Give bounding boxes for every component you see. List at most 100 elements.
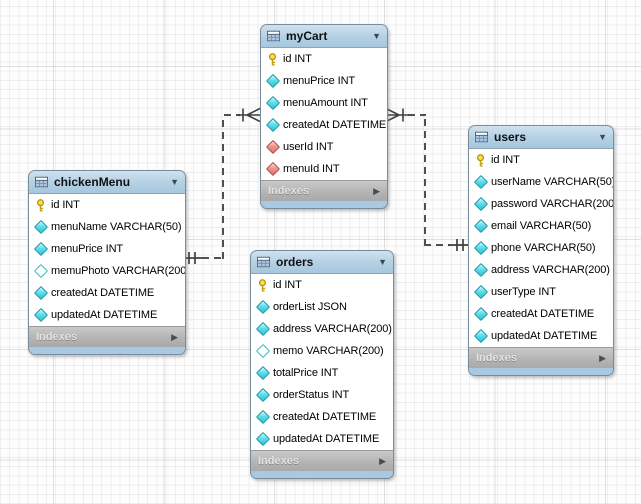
chevron-down-icon[interactable]: ▼ — [372, 30, 381, 41]
connector-segment[interactable] — [424, 244, 450, 246]
cardinality-one-marker — [448, 239, 468, 251]
indexes-label: Indexes — [268, 185, 309, 197]
column-row[interactable]: menuPrice INT — [29, 238, 185, 260]
column-row[interactable]: createdAt DATETIME — [469, 303, 613, 325]
connector-segment[interactable] — [222, 115, 224, 259]
chevron-right-icon[interactable]: ▶ — [599, 352, 606, 363]
table-bottom-strip — [251, 471, 393, 478]
column-row[interactable]: createdAt DATETIME — [29, 282, 185, 304]
attribute-icon — [265, 95, 280, 111]
attribute-icon — [255, 299, 270, 315]
indexes-footer[interactable]: Indexes ▶ — [469, 347, 613, 368]
table-mycart[interactable]: myCart ▼ id INT menuPrice INT menuAmount… — [260, 24, 388, 209]
crow-foot-many-marker — [238, 107, 260, 123]
column-row[interactable]: updatedAt DATETIME — [251, 428, 393, 450]
column-row[interactable]: address VARCHAR(200) — [251, 318, 393, 340]
column-row[interactable]: memo VARCHAR(200) — [251, 340, 393, 362]
column-label: menuName VARCHAR(50) — [51, 221, 182, 233]
column-row[interactable]: phone VARCHAR(50) — [469, 237, 613, 259]
column-row[interactable]: createdAt DATETIME — [251, 406, 393, 428]
column-row[interactable]: menuId INT — [261, 158, 387, 180]
attribute-icon — [473, 284, 488, 300]
primary-key-icon — [256, 278, 269, 292]
column-label: phone VARCHAR(50) — [491, 242, 596, 254]
column-label: userType INT — [491, 286, 556, 298]
table-orders[interactable]: orders ▼ id INT orderList JSON address V… — [250, 250, 394, 479]
table-header[interactable]: myCart ▼ — [261, 25, 387, 48]
column-row[interactable]: createdAt DATETIME — [261, 114, 387, 136]
table-title: chickenMenu — [54, 175, 131, 189]
indexes-label: Indexes — [258, 455, 299, 467]
column-row[interactable]: totalPrice INT — [251, 362, 393, 384]
column-label: id INT — [273, 279, 302, 291]
chevron-down-icon[interactable]: ▼ — [170, 176, 179, 187]
column-row[interactable]: menuName VARCHAR(50) — [29, 216, 185, 238]
chevron-right-icon[interactable]: ▶ — [379, 455, 386, 466]
column-row[interactable]: updatedAt DATETIME — [469, 325, 613, 347]
crow-foot-many-marker — [386, 107, 408, 123]
table-header[interactable]: orders ▼ — [251, 251, 393, 274]
table-bottom-strip — [29, 347, 185, 354]
column-row[interactable]: userId INT — [261, 136, 387, 158]
attribute-icon — [33, 307, 48, 323]
column-row[interactable]: memuPhoto VARCHAR(200) — [29, 260, 185, 282]
chevron-right-icon[interactable]: ▶ — [373, 185, 380, 196]
column-label: address VARCHAR(200) — [273, 323, 392, 335]
connector-segment[interactable] — [408, 114, 426, 116]
connector-segment[interactable] — [202, 257, 224, 259]
column-row[interactable]: menuAmount INT — [261, 92, 387, 114]
table-header[interactable]: users ▼ — [469, 126, 613, 149]
connector-segment[interactable] — [424, 115, 426, 246]
chevron-right-icon[interactable]: ▶ — [171, 331, 178, 342]
attribute-icon — [255, 387, 270, 403]
table-chickenmenu[interactable]: chickenMenu ▼ id INT menuName VARCHAR(50… — [28, 170, 186, 355]
indexes-footer[interactable]: Indexes ▶ — [29, 326, 185, 347]
column-list: id INT menuName VARCHAR(50) menuPrice IN… — [29, 194, 185, 326]
column-list: id INT menuPrice INT menuAmount INT crea… — [261, 48, 387, 180]
column-row[interactable]: id INT — [261, 48, 387, 70]
column-label: memuPhoto VARCHAR(200) — [51, 265, 186, 277]
column-row[interactable]: id INT — [469, 149, 613, 171]
primary-key-icon — [474, 153, 487, 167]
cardinality-one-marker — [184, 252, 204, 264]
primary-key-icon — [34, 198, 47, 212]
attribute-icon — [33, 241, 48, 257]
column-label: menuAmount INT — [283, 97, 368, 109]
column-label: createdAt DATETIME — [491, 308, 595, 320]
attribute-icon — [473, 240, 488, 256]
connector-segment[interactable] — [224, 114, 240, 116]
column-row[interactable]: updatedAt DATETIME — [29, 304, 185, 326]
column-row[interactable]: menuPrice INT — [261, 70, 387, 92]
column-label: userName VARCHAR(50) — [491, 176, 614, 188]
column-row[interactable]: orderList JSON — [251, 296, 393, 318]
column-row[interactable]: id INT — [29, 194, 185, 216]
column-row[interactable]: email VARCHAR(50) — [469, 215, 613, 237]
column-list: id INT orderList JSON address VARCHAR(20… — [251, 274, 393, 450]
column-row[interactable]: password VARCHAR(200) — [469, 193, 613, 215]
primary-key-icon — [266, 52, 279, 66]
chevron-down-icon[interactable]: ▼ — [378, 256, 387, 267]
table-icon — [257, 256, 270, 268]
attribute-icon — [473, 174, 488, 190]
column-label: createdAt DATETIME — [283, 119, 387, 131]
table-users[interactable]: users ▼ id INT userName VARCHAR(50) pass… — [468, 125, 614, 376]
indexes-footer[interactable]: Indexes ▶ — [251, 450, 393, 471]
table-header[interactable]: chickenMenu ▼ — [29, 171, 185, 194]
attribute-icon — [265, 117, 280, 133]
column-row[interactable]: orderStatus INT — [251, 384, 393, 406]
column-label: totalPrice INT — [273, 367, 339, 379]
chevron-down-icon[interactable]: ▼ — [598, 131, 607, 142]
attribute-icon — [33, 219, 48, 235]
column-row[interactable]: userType INT — [469, 281, 613, 303]
indexes-footer[interactable]: Indexes ▶ — [261, 180, 387, 201]
column-row[interactable]: userName VARCHAR(50) — [469, 171, 613, 193]
column-label: memo VARCHAR(200) — [273, 345, 384, 357]
column-label: updatedAt DATETIME — [273, 433, 380, 445]
attribute-icon — [473, 262, 488, 278]
column-row[interactable]: address VARCHAR(200) — [469, 259, 613, 281]
column-label: orderList JSON — [273, 301, 347, 313]
column-label: menuPrice INT — [51, 243, 124, 255]
table-title: myCart — [286, 29, 328, 43]
column-row[interactable]: id INT — [251, 274, 393, 296]
